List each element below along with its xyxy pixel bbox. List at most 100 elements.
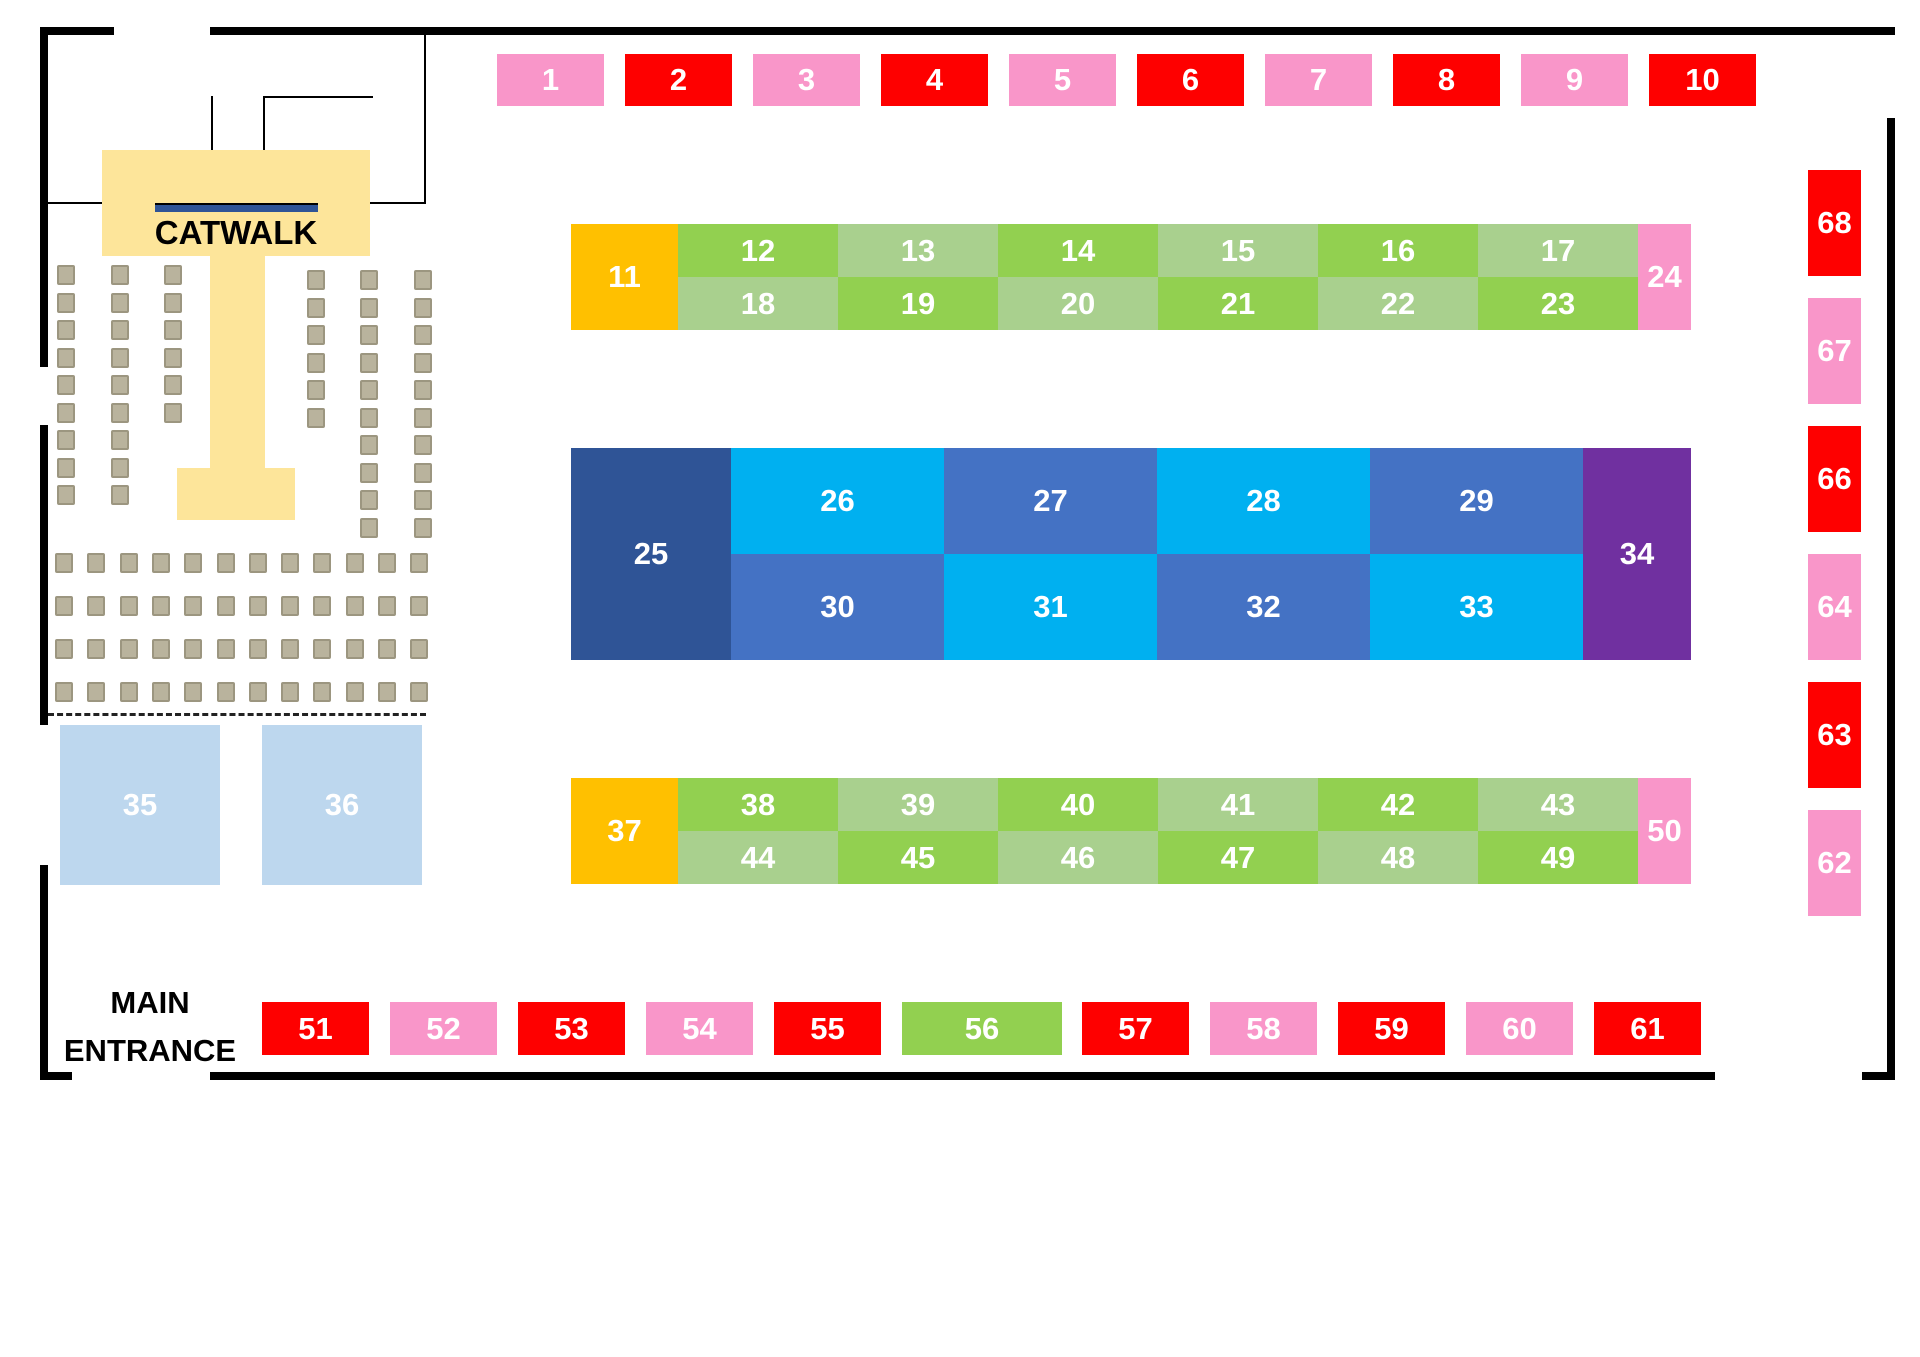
booth-8[interactable]: 8 — [1393, 54, 1500, 106]
chair-icon — [414, 462, 432, 483]
booth-number: 48 — [1380, 839, 1416, 875]
booth-number: 28 — [1246, 483, 1281, 518]
booth-46[interactable]: 46 — [998, 831, 1158, 884]
chair-icon — [119, 596, 138, 616]
catwalk-stage-line — [155, 203, 318, 212]
booth-39[interactable]: 39 — [838, 778, 998, 831]
booth-41[interactable]: 41 — [1158, 778, 1318, 831]
booth-49[interactable]: 49 — [1478, 831, 1638, 884]
booth-16[interactable]: 16 — [1318, 224, 1478, 277]
booth-63[interactable]: 63 — [1808, 682, 1861, 788]
booth-30[interactable]: 30 — [731, 554, 944, 660]
booth-32[interactable]: 32 — [1157, 554, 1370, 660]
booth-14[interactable]: 14 — [998, 224, 1158, 277]
booth-35[interactable]: 35 — [60, 725, 220, 885]
chair-icon — [111, 402, 129, 423]
booth-54[interactable]: 54 — [646, 1002, 753, 1055]
booth-33[interactable]: 33 — [1370, 554, 1583, 660]
booth-15[interactable]: 15 — [1158, 224, 1318, 277]
booth-52[interactable]: 52 — [390, 1002, 497, 1055]
chair-icon — [151, 639, 170, 659]
booth-number: 63 — [1817, 717, 1852, 752]
booth-28[interactable]: 28 — [1157, 448, 1370, 554]
booth-62[interactable]: 62 — [1808, 810, 1861, 916]
booth-7[interactable]: 7 — [1265, 54, 1372, 106]
booth-68[interactable]: 68 — [1808, 170, 1861, 276]
chair-icon — [111, 375, 129, 395]
booth-66[interactable]: 66 — [1808, 426, 1861, 532]
chair-icon — [378, 682, 396, 702]
booth-45[interactable]: 45 — [838, 831, 998, 884]
booth-50[interactable]: 50 — [1638, 778, 1691, 884]
booth-34[interactable]: 34 — [1583, 448, 1691, 660]
booth-18[interactable]: 18 — [678, 277, 838, 330]
booth-24[interactable]: 24 — [1638, 224, 1691, 330]
booth-37[interactable]: 37 — [571, 778, 678, 884]
booth-36[interactable]: 36 — [262, 725, 422, 885]
chair-icon — [281, 596, 300, 616]
booth-55[interactable]: 55 — [774, 1002, 881, 1055]
booth-51[interactable]: 51 — [262, 1002, 369, 1055]
booth-40[interactable]: 40 — [998, 778, 1158, 831]
wall-right — [1887, 118, 1895, 1080]
wall-bottom-right — [1862, 1072, 1895, 1080]
booth-58[interactable]: 58 — [1210, 1002, 1317, 1055]
booth-number: 55 — [810, 1010, 845, 1046]
booth-48[interactable]: 48 — [1318, 831, 1478, 884]
chair-icon — [307, 297, 325, 318]
wall-bottom — [210, 1072, 1715, 1080]
booth-11[interactable]: 11 — [571, 224, 678, 330]
booth-9[interactable]: 9 — [1521, 54, 1628, 106]
booth-47[interactable]: 47 — [1158, 831, 1318, 884]
booth-67[interactable]: 67 — [1808, 298, 1861, 404]
chair-icon — [216, 682, 235, 702]
chair-icon — [307, 270, 325, 290]
booth-53[interactable]: 53 — [518, 1002, 625, 1055]
booth-10[interactable]: 10 — [1649, 54, 1756, 106]
booth-44[interactable]: 44 — [678, 831, 838, 884]
booth-number: 22 — [1380, 285, 1416, 321]
booth-23[interactable]: 23 — [1478, 277, 1638, 330]
booth-20[interactable]: 20 — [998, 277, 1158, 330]
backstage-wall-right — [424, 33, 426, 203]
booth-4[interactable]: 4 — [881, 54, 988, 106]
booth-13[interactable]: 13 — [838, 224, 998, 277]
booth-19[interactable]: 19 — [838, 277, 998, 330]
booth-31[interactable]: 31 — [944, 554, 1157, 660]
chair-icon — [281, 553, 300, 573]
booth-26[interactable]: 26 — [731, 448, 944, 554]
booth-43[interactable]: 43 — [1478, 778, 1638, 831]
booth-64[interactable]: 64 — [1808, 554, 1861, 660]
chair-icon — [307, 407, 325, 428]
chair-icon — [360, 325, 378, 345]
booth-number: 15 — [1220, 232, 1256, 268]
booth-38[interactable]: 38 — [678, 778, 838, 831]
booth-22[interactable]: 22 — [1318, 277, 1478, 330]
chair-icon — [360, 462, 378, 483]
booth-21[interactable]: 21 — [1158, 277, 1318, 330]
booth-1[interactable]: 1 — [497, 54, 604, 106]
chair-icon — [216, 553, 235, 573]
chair-icon — [216, 639, 235, 659]
booth-29[interactable]: 29 — [1370, 448, 1583, 554]
booth-25[interactable]: 25 — [571, 448, 731, 660]
booth-5[interactable]: 5 — [1009, 54, 1116, 106]
booth-number: 66 — [1817, 461, 1852, 496]
booth-2[interactable]: 2 — [625, 54, 732, 106]
booth-56[interactable]: 56 — [902, 1002, 1062, 1055]
booth-42[interactable]: 42 — [1318, 778, 1478, 831]
booth-6[interactable]: 6 — [1137, 54, 1244, 106]
chair-icon — [248, 682, 267, 702]
booth-27[interactable]: 27 — [944, 448, 1157, 554]
booth-12[interactable]: 12 — [678, 224, 838, 277]
booth-61[interactable]: 61 — [1594, 1002, 1701, 1055]
booth-number: 34 — [1619, 536, 1655, 571]
booth-60[interactable]: 60 — [1466, 1002, 1573, 1055]
booth-3[interactable]: 3 — [753, 54, 860, 106]
booth-59[interactable]: 59 — [1338, 1002, 1445, 1055]
booth-number: 60 — [1502, 1010, 1537, 1046]
booth-17[interactable]: 17 — [1478, 224, 1638, 277]
chair-icon — [216, 596, 235, 616]
chair-icon — [55, 682, 73, 702]
booth-57[interactable]: 57 — [1082, 1002, 1189, 1055]
